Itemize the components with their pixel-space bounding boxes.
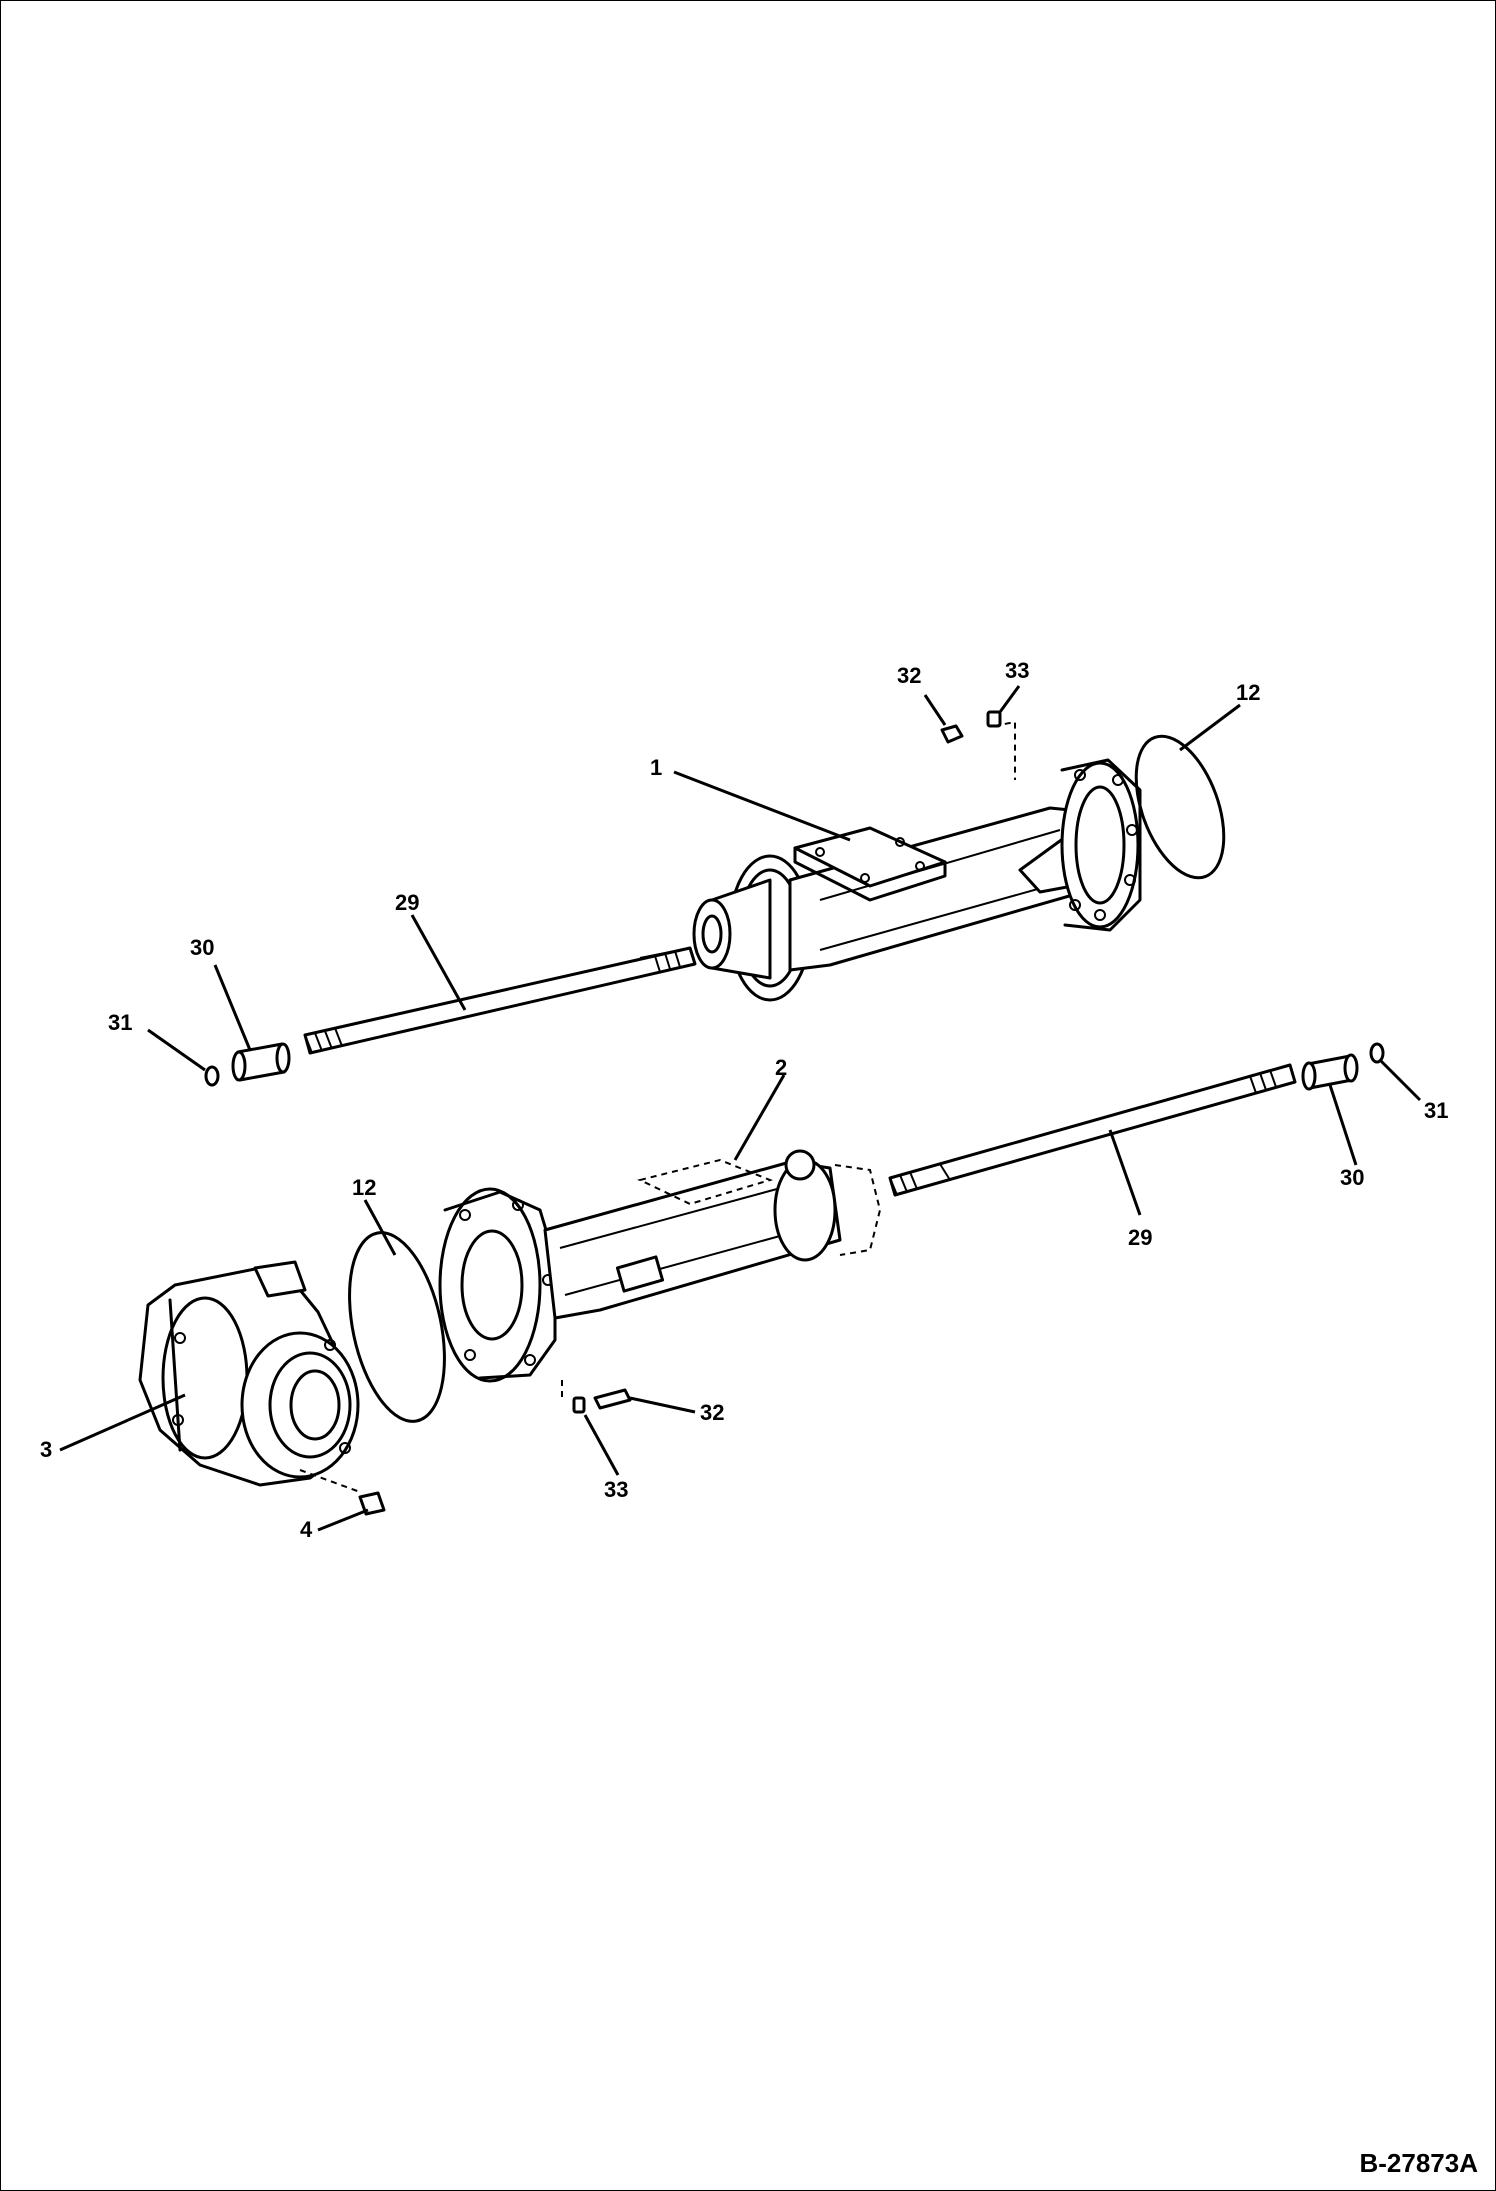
callout-30-left: 30 <box>190 935 214 960</box>
callout-31-right: 31 <box>1424 1098 1448 1123</box>
callout-31-left: 31 <box>108 1010 132 1035</box>
callout-12-bottom: 12 <box>352 1175 376 1200</box>
callout-33-bottom: 33 <box>604 1477 628 1502</box>
bolt-washer-lower <box>561 1380 632 1414</box>
callout-3: 3 <box>40 1437 52 1462</box>
callout-30-right: 30 <box>1340 1165 1364 1190</box>
bolt-washer-upper <box>940 710 1016 780</box>
bushing-right <box>1301 1053 1359 1091</box>
axle-shaft-lower <box>888 1063 1297 1197</box>
leader-lines <box>59 685 1422 1532</box>
callout-29-bottom: 29 <box>1128 1225 1152 1250</box>
callout-12-top: 12 <box>1236 680 1260 705</box>
hub-housing <box>138 1260 361 1493</box>
callout-2: 2 <box>775 1055 787 1080</box>
callout-4: 4 <box>300 1517 313 1542</box>
bolt-4 <box>358 1491 386 1516</box>
seal-left <box>204 1065 220 1087</box>
axle-housing-lower <box>438 1149 882 1383</box>
axle-shaft-upper <box>303 946 697 1055</box>
figure-id-label: B-27873A <box>1359 2148 1478 2178</box>
o-ring-upper <box>1134 734 1226 880</box>
o-ring-lower <box>348 1231 446 1423</box>
callout-29-top: 29 <box>395 890 419 915</box>
callout-1: 1 <box>650 755 662 780</box>
callout-33-top: 33 <box>1005 658 1029 683</box>
seal-right <box>1369 1042 1385 1064</box>
callout-32-top: 32 <box>897 663 921 688</box>
callout-32-bottom: 32 <box>700 1400 724 1425</box>
callout-labels: 1 2 3 4 12 12 29 29 30 30 31 31 32 32 33… <box>40 658 1448 1542</box>
bushing-left <box>231 1042 291 1082</box>
axle-housing-upper <box>692 758 1142 1002</box>
